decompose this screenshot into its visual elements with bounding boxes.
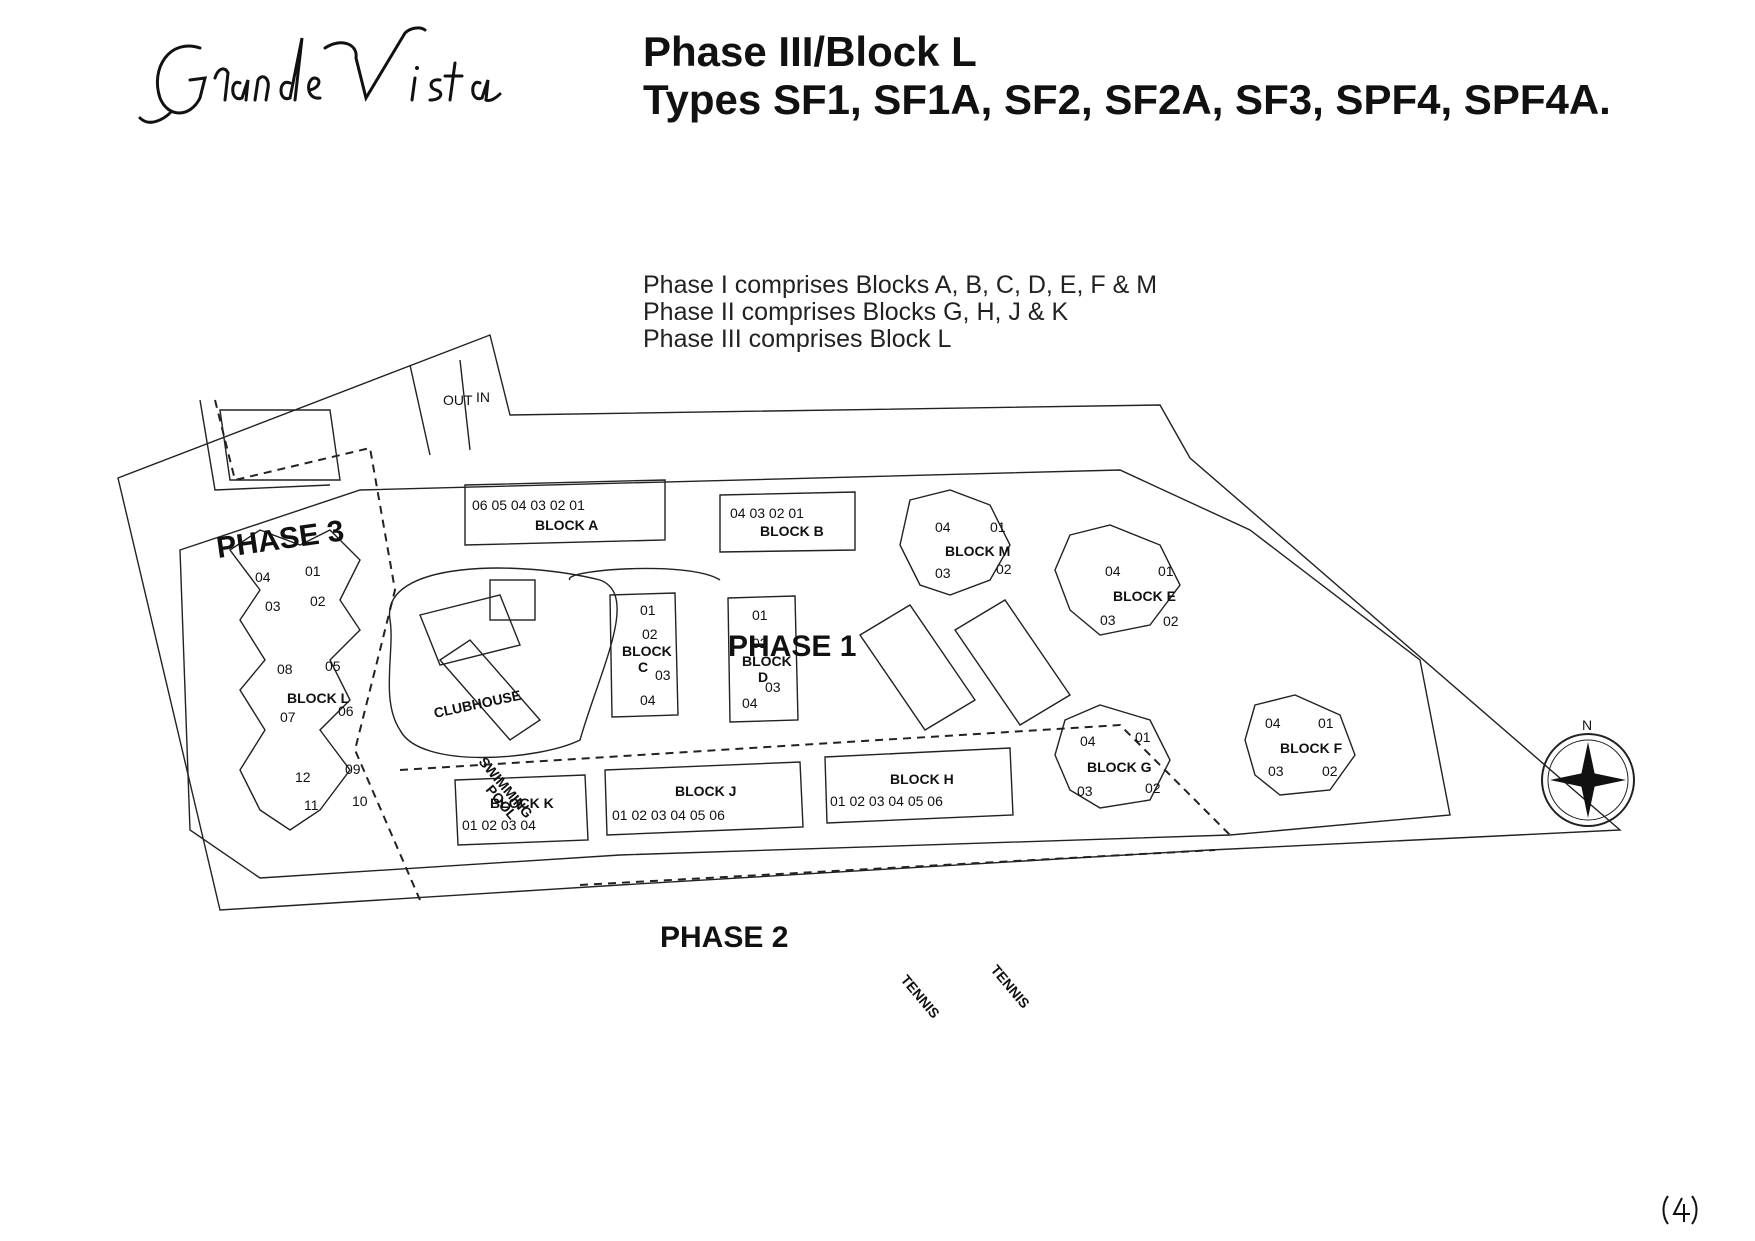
block-l-unit-05: 05	[325, 658, 341, 674]
block-h-label: BLOCK H	[890, 771, 954, 787]
tennis-label-1: TENNIS	[898, 972, 943, 1022]
block-m-unit-03: 03	[935, 565, 951, 581]
block-d-unit-02: 02	[752, 635, 768, 651]
compass-rose-icon: N	[1541, 717, 1635, 827]
page-title: Phase III/Block L Types SF1, SF1A, SF2, …	[643, 28, 1611, 124]
block-f-label: BLOCK F	[1280, 740, 1343, 756]
phase-3-label: PHASE 3	[214, 514, 346, 565]
block-j-outline	[604, 761, 804, 836]
block-l-label: BLOCK L	[287, 690, 350, 706]
block-e-unit-02: 02	[1163, 613, 1179, 629]
site-boundary	[117, 334, 1622, 911]
block-f-outline	[1244, 694, 1356, 796]
block-l-unit-06: 06	[338, 703, 354, 719]
phase-1-label: PHASE 1	[728, 630, 856, 663]
phase-note-2: Phase II comprises Blocks G, H, J & K	[643, 298, 1069, 326]
clubhouse-building	[419, 594, 521, 666]
title-line-2: Types SF1, SF1A, SF2, SF2A, SF3, SPF4, S…	[643, 76, 1611, 123]
phase-notes: Phase I comprises Blocks A, B, C, D, E, …	[643, 272, 1157, 353]
site-plan: PHASE 3 PHASE 1 PHASE 2 OUT IN CLUBHOUSE…	[117, 334, 1635, 1022]
phase-2-label: PHASE 2	[660, 921, 788, 954]
phase-note-3: Phase III comprises Block L	[643, 325, 952, 353]
block-b-outline	[719, 491, 856, 553]
block-l-outline	[228, 529, 361, 831]
block-g-unit-03: 03	[1077, 783, 1093, 799]
block-m-unit-02: 02	[996, 561, 1012, 577]
block-b-units: 04 03 02 01	[730, 505, 804, 521]
block-c-unit-01: 01	[640, 602, 656, 618]
handwritten-page-note	[1662, 1195, 1698, 1225]
block-e-outline	[1054, 524, 1181, 636]
block-g-unit-04: 04	[1080, 733, 1096, 749]
tennis-court-1	[859, 604, 976, 731]
block-d-unit-03: 03	[765, 679, 781, 695]
tennis-court-2	[954, 599, 1071, 726]
block-l-unit-02: 02	[310, 593, 326, 609]
block-h-units: 01 02 03 04 05 06	[830, 793, 943, 809]
block-g-unit-01: 01	[1135, 729, 1151, 745]
block-m-unit-04: 04	[935, 519, 951, 535]
block-b-label: BLOCK B	[760, 523, 824, 539]
block-l-unit-07: 07	[280, 709, 296, 725]
block-l-unit-12: 12	[295, 769, 311, 785]
block-e-unit-03: 03	[1100, 612, 1116, 628]
block-g-unit-02: 02	[1145, 780, 1161, 796]
block-c-label-1: BLOCK	[622, 643, 672, 659]
block-j-units: 01 02 03 04 05 06	[612, 807, 725, 823]
entrance-out-label: OUT	[443, 392, 473, 408]
tennis-label-2: TENNIS	[988, 962, 1033, 1012]
block-l-unit-11: 11	[304, 797, 319, 813]
block-a-outline	[464, 479, 666, 546]
block-d-unit-01: 01	[752, 607, 768, 623]
block-l-unit-04: 04	[255, 569, 271, 585]
block-f-unit-02: 02	[1322, 763, 1338, 779]
block-e-label: BLOCK E	[1113, 588, 1176, 604]
block-d-unit-04: 04	[742, 695, 758, 711]
entrance-in-label: IN	[476, 389, 490, 405]
block-l-unit-01: 01	[305, 563, 321, 579]
block-l-unit-09: 09	[345, 761, 361, 777]
block-f-unit-04: 04	[1265, 715, 1281, 731]
block-k-outline	[454, 774, 589, 846]
block-j-label: BLOCK J	[675, 783, 736, 799]
phase-3-boundary	[214, 399, 421, 901]
block-k-label: BLOCK K	[490, 795, 554, 811]
block-f-unit-01: 01	[1318, 715, 1334, 731]
block-c-unit-02: 02	[642, 626, 658, 642]
block-d-label-1: BLOCK	[742, 653, 792, 669]
clubhouse-label: CLUBHOUSE	[432, 687, 522, 721]
compass-north-label: N	[1582, 717, 1592, 733]
block-h-outline	[824, 747, 1014, 824]
block-c-unit-03: 03	[655, 667, 671, 683]
perimeter-road	[179, 469, 1451, 879]
block-l-unit-03: 03	[265, 598, 281, 614]
block-c-unit-04: 04	[640, 692, 656, 708]
block-c-label-2: C	[638, 659, 648, 675]
title-line-1: Phase III/Block L	[643, 28, 977, 75]
swimming-pool	[438, 639, 542, 741]
phase-2-boundary	[399, 723, 1231, 886]
grande-vista-logo	[138, 26, 502, 124]
block-f-unit-03: 03	[1268, 763, 1284, 779]
block-m-label: BLOCK M	[945, 543, 1010, 559]
block-m-outline	[899, 489, 1011, 596]
block-k-units: 01 02 03 04	[462, 817, 536, 833]
block-c-outline	[609, 592, 679, 718]
block-d-label-2: D	[758, 669, 768, 685]
block-m-unit-01: 01	[990, 519, 1006, 535]
block-g-outline	[1054, 704, 1171, 809]
phase-note-1: Phase I comprises Blocks A, B, C, D, E, …	[643, 271, 1158, 299]
block-e-unit-04: 04	[1105, 563, 1121, 579]
block-d-outline	[727, 595, 799, 723]
block-g-label: BLOCK G	[1087, 759, 1152, 775]
block-a-label: BLOCK A	[535, 517, 598, 533]
block-a-units: 06 05 04 03 02 01	[472, 497, 585, 513]
block-e-unit-01: 01	[1158, 563, 1174, 579]
block-l-unit-08: 08	[277, 661, 293, 677]
block-l-unit-10: 10	[352, 793, 368, 809]
